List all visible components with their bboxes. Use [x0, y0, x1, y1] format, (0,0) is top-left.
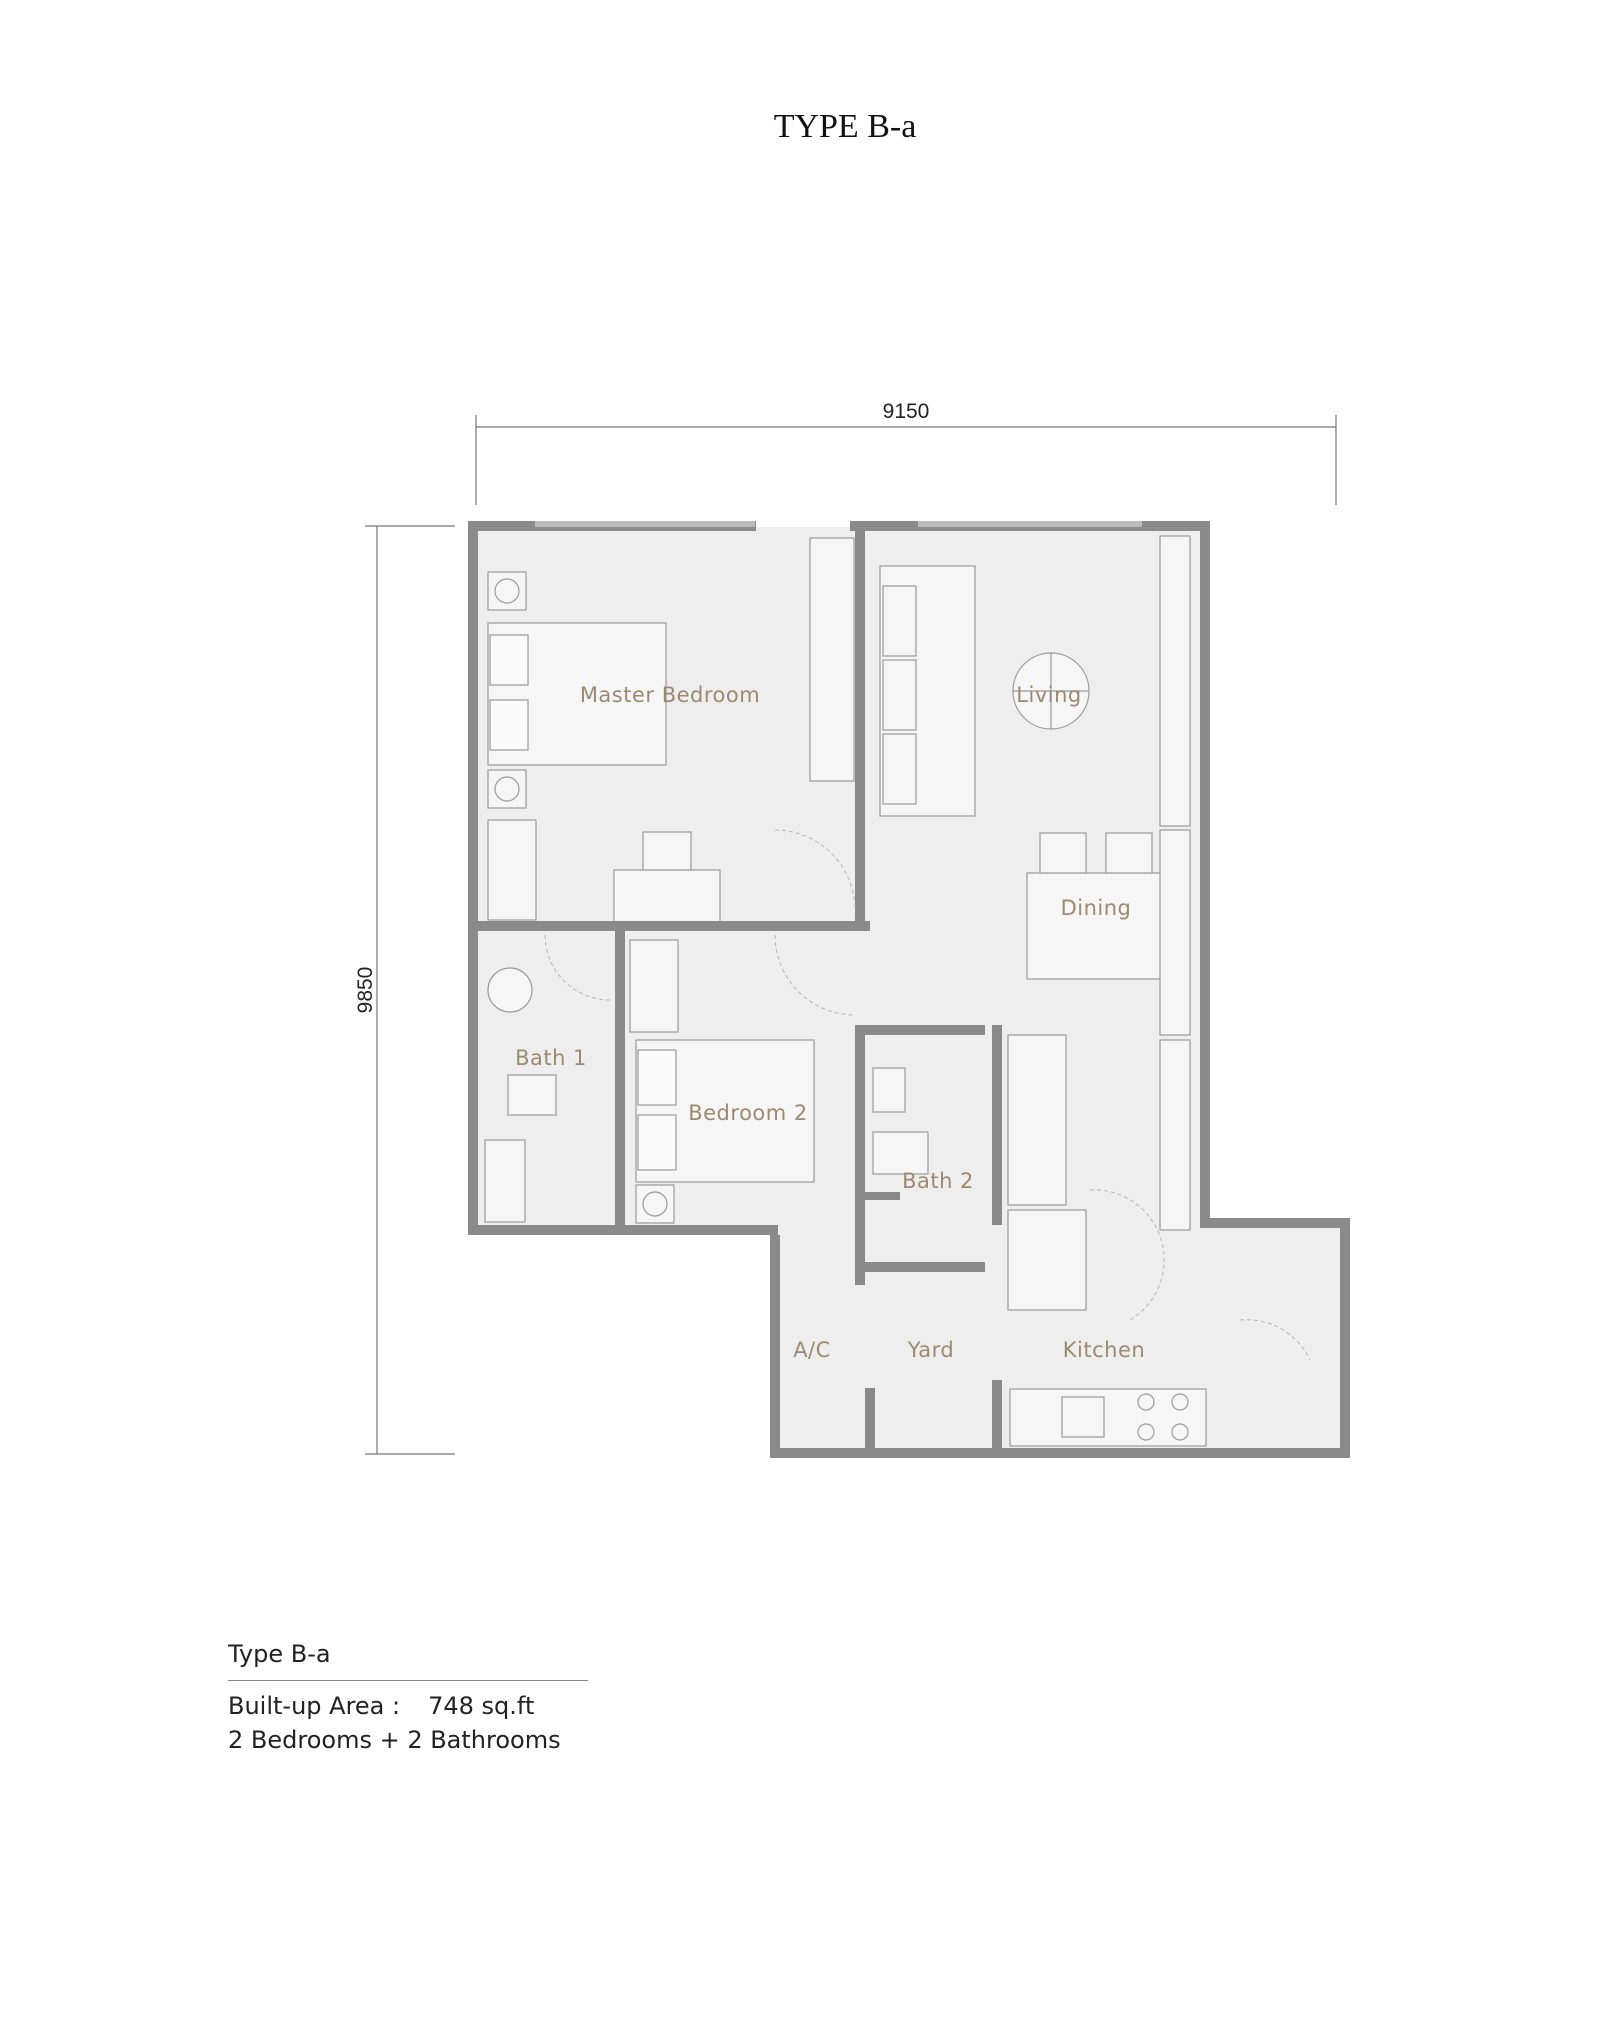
area-row: Built-up Area : 748 sq.ft: [228, 1689, 588, 1723]
page-title: TYPE B-a: [773, 108, 917, 145]
stove-burner: [1137, 1423, 1155, 1441]
sofa-cushion: [882, 733, 917, 805]
unit-type-label: Type B-a: [228, 1640, 588, 1681]
pillow: [489, 699, 529, 751]
sliding-door: [1159, 1039, 1191, 1231]
height-dimension: 9850: [354, 967, 377, 1014]
unit-info: Type B-a Built-up Area : 748 sq.ft 2 Bedr…: [228, 1640, 588, 1757]
desk: [613, 869, 721, 924]
room-label-living: Living: [1016, 683, 1081, 707]
width-dimension: 9150: [883, 400, 930, 423]
wardrobe: [809, 537, 855, 782]
pillow: [637, 1114, 677, 1171]
dining-chair: [1105, 832, 1153, 874]
lamp: [494, 578, 520, 604]
stove-burner: [1137, 1393, 1155, 1411]
dining-chair: [1039, 832, 1087, 874]
lamp: [642, 1191, 668, 1217]
stove-burner: [1171, 1393, 1189, 1411]
basin: [872, 1067, 906, 1113]
door-swings: [544, 829, 1311, 1361]
fridge: [1007, 1209, 1087, 1311]
kitchen-cabinet: [1007, 1034, 1067, 1206]
room-label-master-bedroom: Master Bedroom: [580, 683, 760, 707]
room-label-dining: Dining: [1061, 896, 1132, 920]
room-label-yard: Yard: [907, 1338, 954, 1362]
sliding-door: [1159, 535, 1191, 827]
sink: [1061, 1396, 1105, 1438]
furniture: [484, 535, 1207, 1447]
room-label-ac: A/C: [793, 1338, 831, 1362]
pillow: [637, 1049, 677, 1106]
dimension-height: [365, 525, 455, 1455]
lamp: [494, 776, 520, 802]
dimension-width: [475, 415, 1337, 505]
wardrobe: [487, 819, 537, 921]
area-label: Built-up Area :: [228, 1692, 401, 1720]
walls: [468, 521, 1350, 1458]
toilet: [507, 1074, 557, 1116]
dining-table: [1026, 872, 1170, 980]
toilet: [872, 1131, 929, 1175]
pillow: [489, 634, 529, 686]
unit-config: 2 Bedrooms + 2 Bathrooms: [228, 1726, 561, 1754]
room-label-kitchen: Kitchen: [1063, 1338, 1145, 1362]
shower-area: [484, 1139, 526, 1223]
room-label-bath1: Bath 1: [515, 1046, 587, 1070]
basin: [487, 967, 533, 1013]
nightstand: [635, 1184, 675, 1224]
sofa-cushion: [882, 585, 917, 657]
sliding-door: [1159, 829, 1191, 1036]
room-label-bedroom2: Bedroom 2: [688, 1101, 808, 1125]
area-value: 748 sq.ft: [428, 1692, 535, 1720]
sofa-cushion: [882, 659, 917, 731]
chair: [642, 831, 692, 871]
stove-burner: [1171, 1423, 1189, 1441]
room-label-bath2: Bath 2: [902, 1169, 974, 1193]
wardrobe: [629, 939, 679, 1033]
